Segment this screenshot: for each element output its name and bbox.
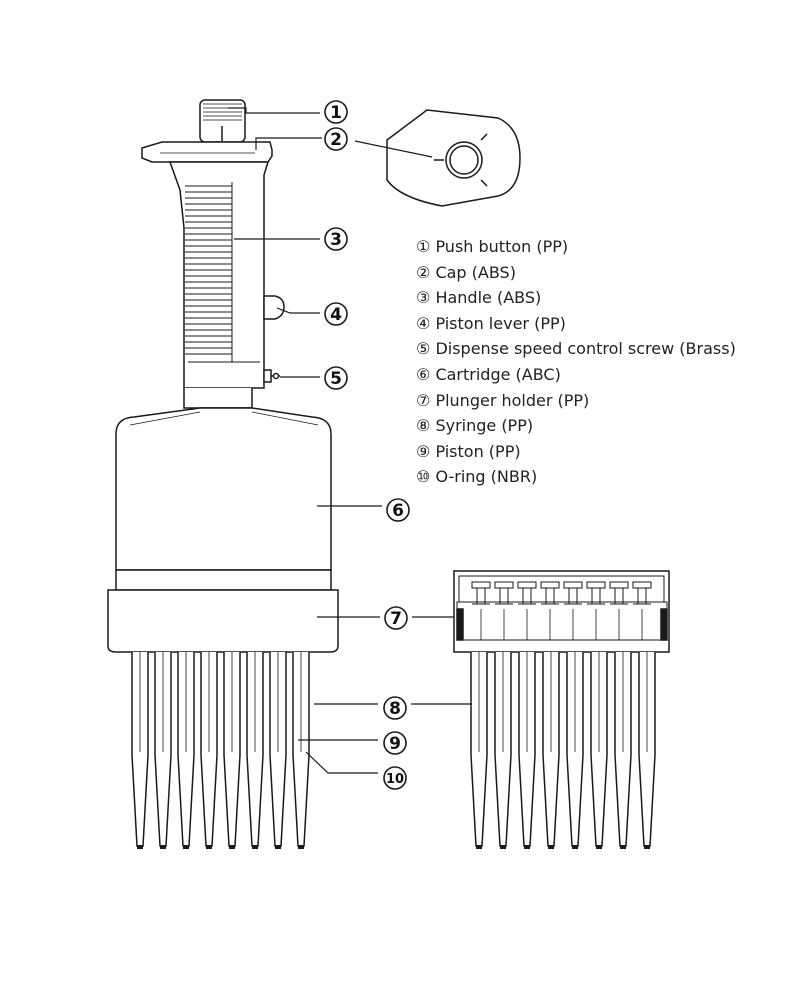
- callout-1: 1: [330, 103, 342, 123]
- syringe: [200, 652, 218, 849]
- callout-circles: [324, 100, 410, 790]
- syringe: [246, 652, 264, 849]
- syringe: [177, 652, 195, 849]
- legend-item: ③ Handle (ABS): [416, 288, 542, 308]
- piston-head: [540, 581, 560, 640]
- callout-5: 5: [330, 369, 342, 389]
- legend-item: ② Cap (ABS): [416, 262, 516, 282]
- syringe: [542, 652, 560, 849]
- piston-head: [586, 581, 606, 640]
- syringe: [638, 652, 656, 849]
- legend-item: ⑩ O-ring (NBR): [416, 467, 538, 487]
- callout-7: 7: [390, 609, 402, 629]
- syringe: [614, 652, 632, 849]
- side-syringes: [470, 652, 656, 849]
- syringe: [269, 652, 287, 849]
- piston-head: [517, 581, 537, 640]
- callout-6: 6: [392, 501, 404, 521]
- syringe: [223, 652, 241, 849]
- legend-item: ⑨ Piston (PP): [416, 441, 521, 461]
- callout-numbers: 1 2 3 4 5 6 7 8 9 10: [330, 103, 404, 787]
- syringe: [470, 652, 488, 849]
- callout-2: 2: [330, 130, 342, 150]
- syringe: [131, 652, 149, 849]
- piston-head: [471, 581, 491, 640]
- callout-4: 4: [330, 305, 342, 325]
- plunger-holder-side: [453, 570, 670, 653]
- syringe: [518, 652, 536, 849]
- legend-item: ④ Piston lever (PP): [416, 313, 566, 333]
- cap-top-view: [386, 109, 521, 207]
- callout-9: 9: [389, 734, 401, 754]
- cap: [141, 141, 273, 163]
- leader-lines: [228, 107, 472, 774]
- syringe: [566, 652, 584, 849]
- piston-head: [563, 581, 583, 640]
- push-button: [199, 99, 246, 143]
- plunger-holder-front: [107, 569, 339, 653]
- legend-item: ⑧ Syringe (PP): [416, 416, 534, 436]
- callout-10: 10: [386, 772, 404, 787]
- piston-head: [494, 581, 514, 640]
- syringe: [590, 652, 608, 849]
- speed-control-screw: [263, 369, 280, 383]
- piston-lever: [263, 295, 285, 320]
- legend-item: ⑤ Dispense speed control screw (Brass): [416, 339, 736, 359]
- legend-item: ⑦ Plunger holder (PP): [416, 390, 590, 410]
- syringe: [154, 652, 172, 849]
- callout-8: 8: [389, 699, 401, 719]
- piston-head: [632, 581, 652, 640]
- syringe: [292, 652, 310, 849]
- handle: [168, 161, 270, 389]
- connector: [183, 388, 253, 409]
- parts-legend: ① Push button (PP) ② Cap (ABS) ③ Handle …: [416, 234, 736, 490]
- callout-3: 3: [330, 230, 342, 250]
- syringe: [494, 652, 512, 849]
- legend-item: ⑥ Cartridge (ABC): [416, 364, 561, 384]
- piston-head: [609, 581, 629, 640]
- front-syringes: [131, 652, 310, 849]
- legend-item: ① Push button (PP): [416, 237, 569, 256]
- cartridge: [115, 407, 332, 571]
